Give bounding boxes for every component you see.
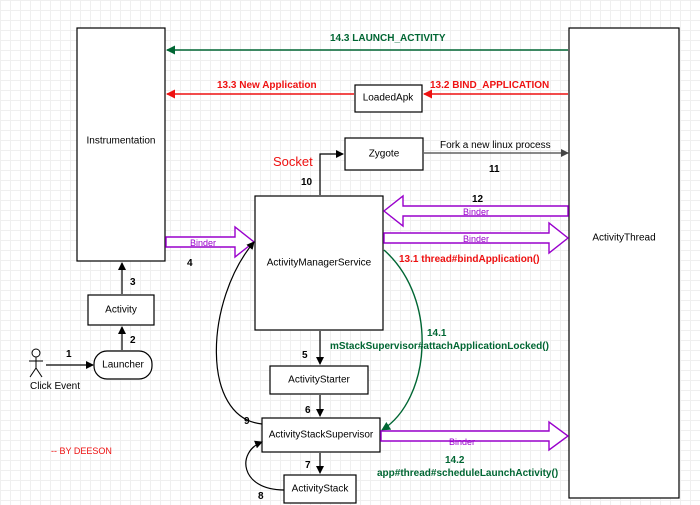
schedule-step-label: 14.2 <box>445 455 465 466</box>
step-3-label: 3 <box>130 277 136 288</box>
step-10-label: 10 <box>301 177 313 188</box>
step-5-label: 5 <box>302 350 308 361</box>
arrow-attach-application <box>381 249 423 431</box>
bind-application-label: 13.2 BIND_APPLICATION <box>430 80 549 91</box>
attach-call-label: mStackSupervisor#attachApplicationLocked… <box>330 341 549 352</box>
activity-label: Activity <box>105 305 137 316</box>
arrow-thread-to-ams-binder <box>382 194 569 228</box>
activity-starter-label: ActivityStarter <box>288 375 350 386</box>
step-7-label: 7 <box>305 460 311 471</box>
activity-thread-box <box>568 27 680 499</box>
arrow-supervisor-to-thread-binder <box>380 420 570 452</box>
activity-manager-service-label: ActivityManagerService <box>267 258 372 269</box>
launch-activity-label: 14.3 LAUNCH_ACTIVITY <box>330 33 446 44</box>
fork-process-label: Fork a new linux process <box>440 140 551 151</box>
binder-label-13-1: Binder <box>463 234 489 244</box>
activity-starter-box <box>269 365 369 395</box>
arrow-instrumentation-to-ams-binder <box>165 225 256 259</box>
activity-stack-supervisor-box <box>261 417 381 453</box>
author-label: -- BY DEESON <box>51 446 112 456</box>
arrow-ams-to-thread-binder <box>383 221 570 255</box>
step-4-label: 4 <box>187 258 193 269</box>
arrow-supervisor-to-ams <box>215 241 263 425</box>
activity-stack-label: ActivityStack <box>292 484 350 495</box>
socket-label: Socket <box>273 154 313 169</box>
arrow-ams-to-zygote <box>319 150 344 195</box>
new-application-label: 13.3 New Application <box>217 80 317 91</box>
binder-label-4: Binder <box>190 238 216 248</box>
click-event-label: Click Event <box>30 381 80 392</box>
step-9-label: 9 <box>244 416 250 427</box>
loaded-apk-box <box>354 84 423 113</box>
step-2-label: 2 <box>130 335 136 346</box>
activity-stack-box <box>283 474 357 504</box>
step-6-label: 6 <box>305 405 311 416</box>
step-11-label: 11 <box>489 164 500 175</box>
activity-manager-service-box <box>254 195 384 331</box>
activity-box <box>87 294 155 326</box>
binder-label-14-2: Binder <box>449 437 475 447</box>
step-1-label: 1 <box>66 349 72 360</box>
zygote-box <box>344 137 424 171</box>
zygote-label: Zygote <box>369 149 400 160</box>
step-12-label: 12 <box>472 194 484 205</box>
activity-thread-label: ActivityThread <box>592 233 655 244</box>
instrumentation-label: Instrumentation <box>87 136 156 147</box>
attach-step-label: 14.1 <box>427 328 447 339</box>
launcher-label: Launcher <box>102 360 144 371</box>
schedule-call-label: app#thread#scheduleLaunchActivity() <box>377 468 558 479</box>
step-8-label: 8 <box>258 491 264 502</box>
instrumentation-box <box>76 27 166 262</box>
loaded-apk-label: LoadedApk <box>363 93 415 104</box>
arrow-stack-to-supervisor <box>245 440 285 491</box>
launcher-box <box>93 350 153 380</box>
user-actor-icon <box>29 348 43 378</box>
binder-label-12: Binder <box>463 207 489 217</box>
bind-application-call-label: 13.1 thread#bindApplication() <box>399 254 540 265</box>
activity-stack-supervisor-label: ActivityStackSupervisor <box>269 430 374 441</box>
